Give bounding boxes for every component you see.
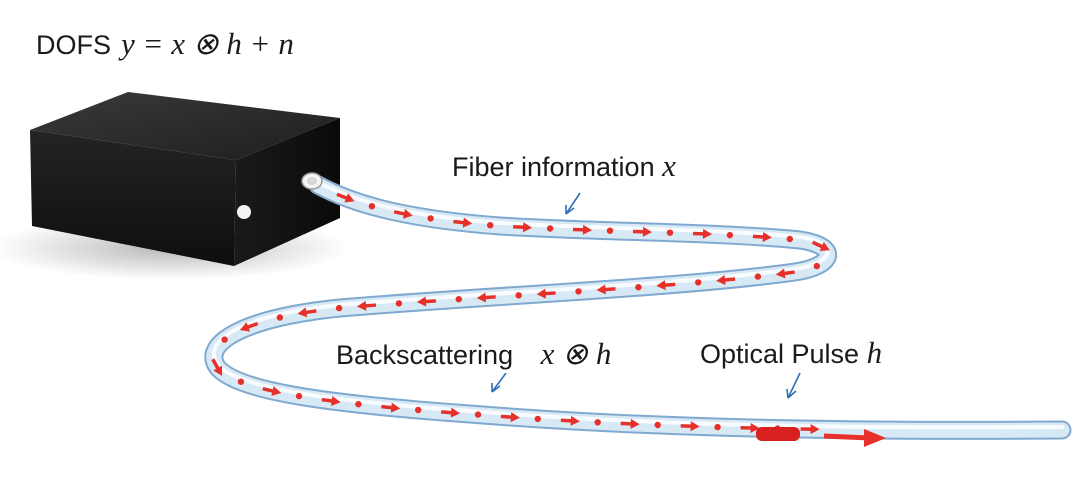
- backscatter-arrow: [211, 358, 223, 376]
- backscatter-arrow: [620, 418, 640, 429]
- backscattering-label: Backscattering x ⊗ h: [336, 338, 611, 369]
- device-front-face: [30, 130, 236, 266]
- backscatter-dot: [355, 401, 362, 408]
- backscatter-dot: [221, 336, 228, 343]
- backscatter-arrow: [381, 402, 401, 413]
- title-label: DOFS y = x ⊗ h + n: [36, 28, 294, 59]
- backscatter-arrow: [596, 284, 616, 295]
- backscatter-dot: [474, 411, 482, 418]
- device-name: DOFS: [36, 30, 112, 60]
- device-top-face: [30, 92, 340, 160]
- backscatter-dot: [368, 203, 376, 210]
- pointer-arrow-icon: [565, 192, 581, 215]
- backscatter-dot: [415, 406, 422, 414]
- backscatter-arrow: [453, 217, 473, 228]
- backscatter-arrow: [416, 296, 437, 307]
- backscatter-arrow: [262, 386, 282, 396]
- backscatter-arrow: [680, 421, 700, 432]
- backscatter-dot: [546, 225, 554, 232]
- backscatter-arrow: [321, 396, 341, 406]
- backscatter-arrow: [476, 292, 496, 303]
- backscatter-arrow: [297, 307, 317, 318]
- signal-equation: y = x ⊗ h + n: [121, 26, 294, 61]
- backscatter-arrow: [239, 321, 259, 332]
- pointer-arrow-icon: [491, 372, 507, 393]
- backscatter-dot: [695, 279, 702, 286]
- backscatter-arrow: [393, 208, 413, 219]
- backscatter-dot: [534, 415, 541, 423]
- backscatter-arrow: [716, 275, 736, 285]
- fiber-information-symbol: x: [662, 148, 676, 183]
- backscattering-text: Backscattering: [336, 340, 514, 370]
- backscatter-dot: [594, 419, 601, 426]
- backscatter-arrow: [800, 424, 820, 435]
- backscatter-arrow: [775, 268, 795, 279]
- backscatter-arrow: [500, 412, 520, 423]
- backscatter-arrow: [632, 226, 652, 237]
- pulse-direction-arrow: [823, 429, 886, 447]
- backscatter-arrow: [440, 407, 461, 418]
- backscatter-arrow: [752, 231, 772, 242]
- black-box-device-icon: [30, 92, 340, 266]
- backscatter-arrow: [336, 192, 355, 203]
- backscatter-dot: [575, 288, 582, 295]
- backscatter-arrow: [560, 415, 580, 426]
- backscatter-dot: [635, 284, 642, 291]
- optical-pulse-label: Optical Pulse h: [700, 337, 882, 368]
- backscatter-dot: [237, 378, 245, 385]
- device-side-face: [234, 118, 340, 266]
- backscatter-dot: [335, 304, 343, 312]
- fiber-information-label: Fiber information x: [452, 150, 676, 181]
- backscatter-dot: [606, 227, 614, 234]
- backscatter-dot: [395, 300, 403, 307]
- backscatter-dot: [754, 273, 762, 280]
- backscatter-dot: [487, 222, 494, 229]
- backscatter-arrow: [536, 288, 556, 299]
- backscatter-dot: [515, 292, 522, 299]
- fiber-connector-icon: [301, 172, 323, 190]
- backscatter-dot: [666, 229, 674, 236]
- backscatter-dot: [427, 215, 434, 222]
- backscatter-dot: [714, 423, 721, 431]
- backscatter-dot: [813, 262, 820, 270]
- backscatter-arrow: [811, 240, 830, 251]
- optical-pulse-symbol: h: [866, 335, 883, 370]
- backscatter-arrow: [692, 228, 712, 239]
- optical-pulse-marker: [756, 427, 800, 441]
- backscatter-arrow: [513, 222, 533, 233]
- backscatter-dot: [726, 231, 734, 239]
- backscatter-dot: [295, 392, 303, 400]
- backscatter-arrow: [357, 300, 377, 311]
- backscatter-arrow: [740, 422, 760, 433]
- backscatter-arrow: [656, 280, 676, 291]
- backscatter-arrow: [572, 224, 592, 235]
- fiber-information-text: Fiber information: [452, 152, 655, 182]
- optical-pulse-text: Optical Pulse: [700, 339, 860, 369]
- backscatter-dot: [276, 314, 284, 321]
- backscatter-dot: [654, 421, 661, 429]
- fiber-highlight: [211, 180, 1064, 430]
- backscatter-dot: [786, 235, 793, 243]
- pointer-arrow-icon: [786, 372, 801, 399]
- backscatter-dot: [455, 296, 462, 303]
- backscattering-symbol: x ⊗ h: [540, 336, 612, 371]
- front-port-icon: [237, 205, 251, 219]
